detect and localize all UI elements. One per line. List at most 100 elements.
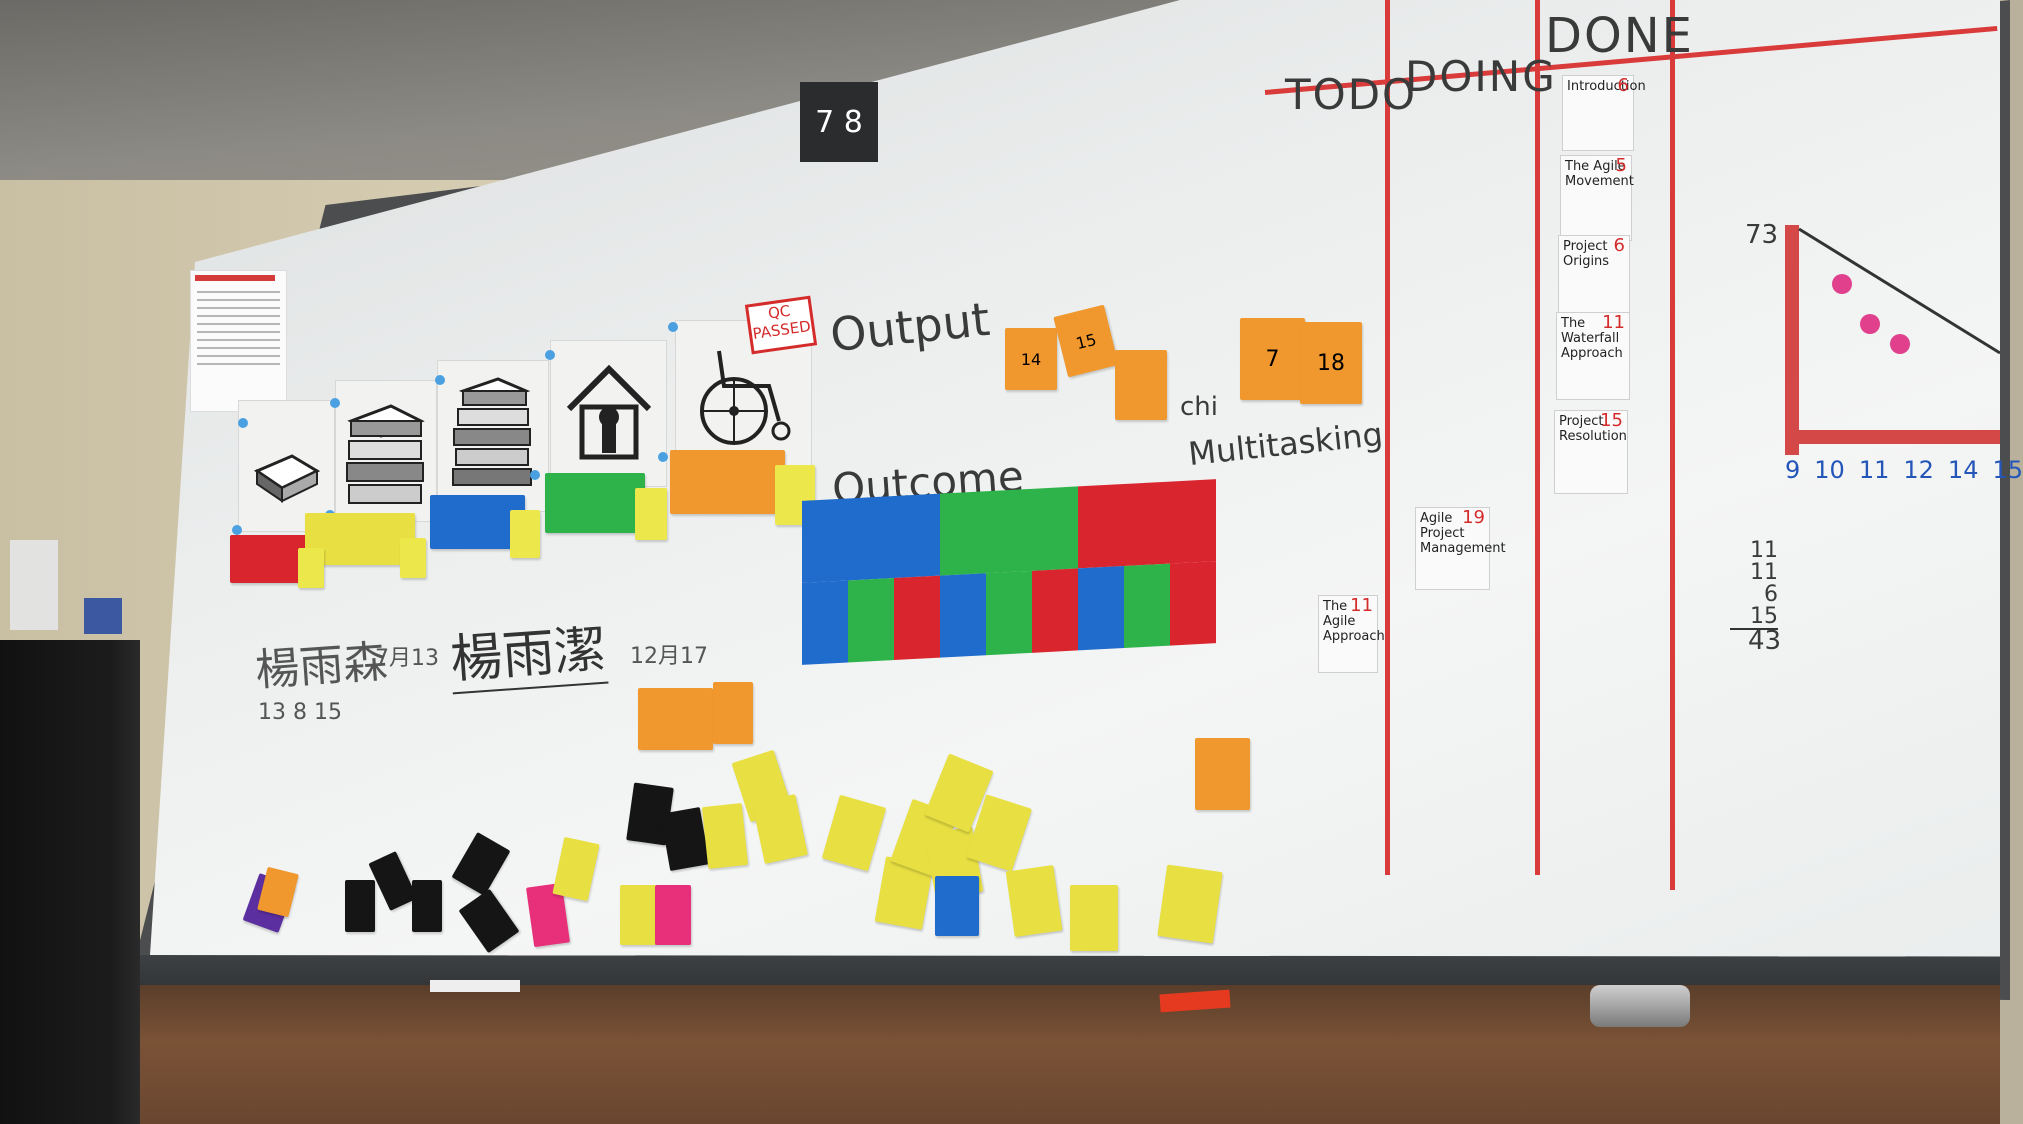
x-tick: 14 [1947, 456, 1979, 484]
sum-column: 11 11 6 15 43 [1730, 538, 1782, 656]
card-points: 19 [1462, 507, 1485, 528]
kanban-col-todo: TODO [1285, 70, 1418, 119]
sticky-number: 14 [1020, 349, 1042, 369]
books-icon [346, 404, 425, 504]
burndown-x-axis [1785, 430, 2000, 444]
done-card: Project Resolution 15 [1554, 410, 1628, 494]
card-title: Project Resolution [1559, 414, 1627, 444]
magnet-tin[interactable] [1590, 985, 1690, 1027]
qc-passed-stamp: QC PASSED [744, 295, 818, 355]
date-left: 7月13 [375, 646, 439, 671]
pin [435, 375, 445, 385]
card-title: The Waterfall Approach [1561, 316, 1623, 361]
sum-rule [1730, 628, 1778, 630]
kanban-line-2 [1535, 0, 1540, 875]
yellow-sticky [1157, 864, 1223, 944]
pin [668, 322, 678, 332]
tall-books-icon [452, 377, 532, 486]
chi-note: chi [1180, 392, 1218, 422]
orange-sticky [1195, 738, 1250, 810]
burndown-x-ticks: 9 10 11 12 14 15 [1785, 456, 2023, 484]
output-sticky: 7 [1240, 318, 1305, 400]
strip-green [545, 473, 645, 533]
pin [232, 525, 242, 535]
done-card: Introduction 6 [1562, 75, 1646, 151]
card-points: 11 [1350, 595, 1373, 616]
house-wrench-icon [566, 364, 651, 459]
eraser[interactable] [430, 980, 520, 992]
pin [658, 452, 668, 462]
strip-orange [670, 450, 785, 514]
card-title: Introduction [1567, 79, 1646, 94]
black-sticky [345, 880, 375, 932]
name-center: 楊雨潔 [447, 606, 609, 695]
sum-line: 6 [1764, 582, 1778, 607]
pin [238, 418, 248, 428]
top-tag-text: 7 8 [815, 104, 863, 140]
card-title: Agile Project Management [1420, 511, 1506, 556]
card-points: 11 [1602, 312, 1625, 333]
smiley-card [298, 548, 324, 588]
sum-line: 11 [1750, 560, 1778, 585]
sum-total: 43 [1748, 626, 1782, 656]
wall-poster [10, 540, 58, 630]
yellow-sticky [1005, 864, 1063, 938]
x-tick: 9 [1785, 456, 1801, 484]
kanban-col-done: DONE [1545, 8, 1694, 64]
sum-line: 15 [1750, 604, 1778, 629]
burndown-point [1860, 314, 1880, 334]
burndown-y-axis [1785, 225, 1799, 455]
kanban-col-doing: DOING [1405, 52, 1557, 101]
picture-single-book [238, 400, 335, 532]
x-tick: 11 [1858, 456, 1890, 484]
smiley-card [400, 538, 426, 578]
todo-card: The Agile Approach 11 [1318, 595, 1385, 673]
card-points: 15 [1600, 410, 1623, 431]
date-center: 12月17 [630, 644, 708, 669]
doing-card: Agile Project Management 19 [1415, 507, 1506, 590]
printed-notice [190, 270, 287, 412]
card-points: 6 [1617, 75, 1629, 96]
card-title: The Agile Approach [1323, 599, 1385, 644]
output-sticky [1115, 350, 1167, 420]
x-tick: 15 [1992, 456, 2023, 484]
orange-sticky [713, 682, 753, 744]
x-tick: 10 [1814, 456, 1845, 484]
strip-red [230, 535, 308, 583]
outcome-grid [802, 479, 1217, 686]
blue-sticky [935, 876, 979, 936]
kanban-line-1 [1385, 0, 1390, 875]
burndown-point [1890, 334, 1910, 354]
smiley-card [510, 510, 540, 558]
picture-tall-book-stack [437, 360, 549, 512]
card-points: 5 [1615, 155, 1627, 176]
pin [530, 470, 540, 480]
burndown-top-value: 73 [1745, 220, 1779, 250]
wood-ledge [0, 985, 2000, 1124]
sticky-number: 7 [1265, 346, 1280, 372]
x-tick: 12 [1903, 456, 1934, 484]
card-points: 6 [1613, 235, 1625, 256]
book-icon [253, 454, 320, 503]
sticky-number: 15 [1073, 329, 1099, 353]
picture-book-stack [335, 380, 437, 522]
done-card: The Agile Movement 5 [1560, 155, 1634, 241]
black-sticky [412, 880, 442, 932]
kanban-line-3 [1670, 0, 1675, 890]
yellow-sticky [1070, 885, 1118, 951]
yellow-sticky [701, 803, 749, 869]
numbers-left: 13 8 15 [258, 700, 342, 725]
done-card: Project Origins 6 [1558, 235, 1630, 313]
sum-line: 11 [1750, 538, 1778, 563]
foreground-monitor [0, 640, 140, 1124]
pink-sticky [655, 885, 691, 945]
sticky-number: 18 [1317, 350, 1345, 376]
card-title: Project Origins [1563, 239, 1610, 269]
wall-sign [84, 598, 122, 634]
burndown-point [1832, 274, 1852, 294]
top-tag: 7 8 [800, 82, 878, 162]
name-left: 楊雨森 [253, 636, 389, 697]
strip-blue [430, 495, 525, 549]
pin [545, 350, 555, 360]
burndown-ideal-line [1798, 227, 2001, 355]
